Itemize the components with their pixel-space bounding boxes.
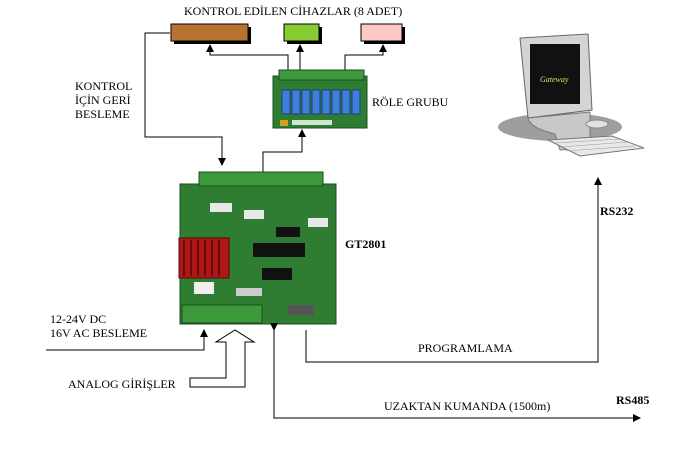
relay-2 (291, 89, 301, 115)
device-box-1 (170, 23, 251, 44)
computer-brand: Gateway (540, 75, 569, 84)
power-wire (46, 329, 208, 351)
feedback-label-2: İÇİN GERİ (75, 93, 131, 107)
programming-wire (305, 177, 602, 363)
relay-board (272, 69, 368, 129)
relay-group-label: RÖLE GRUBU (372, 95, 449, 109)
rs485-label: RS485 (616, 393, 649, 407)
rs232-label: RS232 (600, 204, 633, 218)
relay-8 (351, 89, 361, 115)
relay-4 (311, 89, 321, 115)
computer: Gateway (498, 33, 645, 157)
device-box-3 (360, 23, 405, 44)
wire-relay-to-device-1 (206, 44, 289, 72)
analog-inputs-label: ANALOG GİRİŞLER (68, 377, 176, 391)
board-label: GT2801 (345, 237, 386, 251)
wire-board-to-relay (262, 129, 306, 172)
power-label-2: 16V AC BESLEME (50, 326, 147, 340)
wire-relay-to-device-3 (344, 44, 387, 72)
relay-1 (281, 89, 291, 115)
analog-input-arrow (189, 329, 256, 388)
device-box-2 (283, 23, 322, 44)
relay-5 (321, 89, 331, 115)
power-label-1: 12-24V DC (50, 312, 106, 326)
main-board (178, 171, 337, 325)
relay-6 (331, 89, 341, 115)
programming-label: PROGRAMLAMA (418, 341, 513, 355)
title-text: KONTROL EDİLEN CİHAZLAR (8 ADET) (184, 4, 402, 18)
feedback-label-1: KONTROL (75, 79, 132, 93)
feedback-label-3: BESLEME (75, 107, 130, 121)
feedback-wire (144, 32, 226, 166)
relay-7 (341, 89, 351, 115)
remote-control-wire (270, 323, 641, 422)
relay-3 (301, 89, 311, 115)
remote-control-label: UZAKTAN KUMANDA (1500m) (384, 399, 550, 413)
